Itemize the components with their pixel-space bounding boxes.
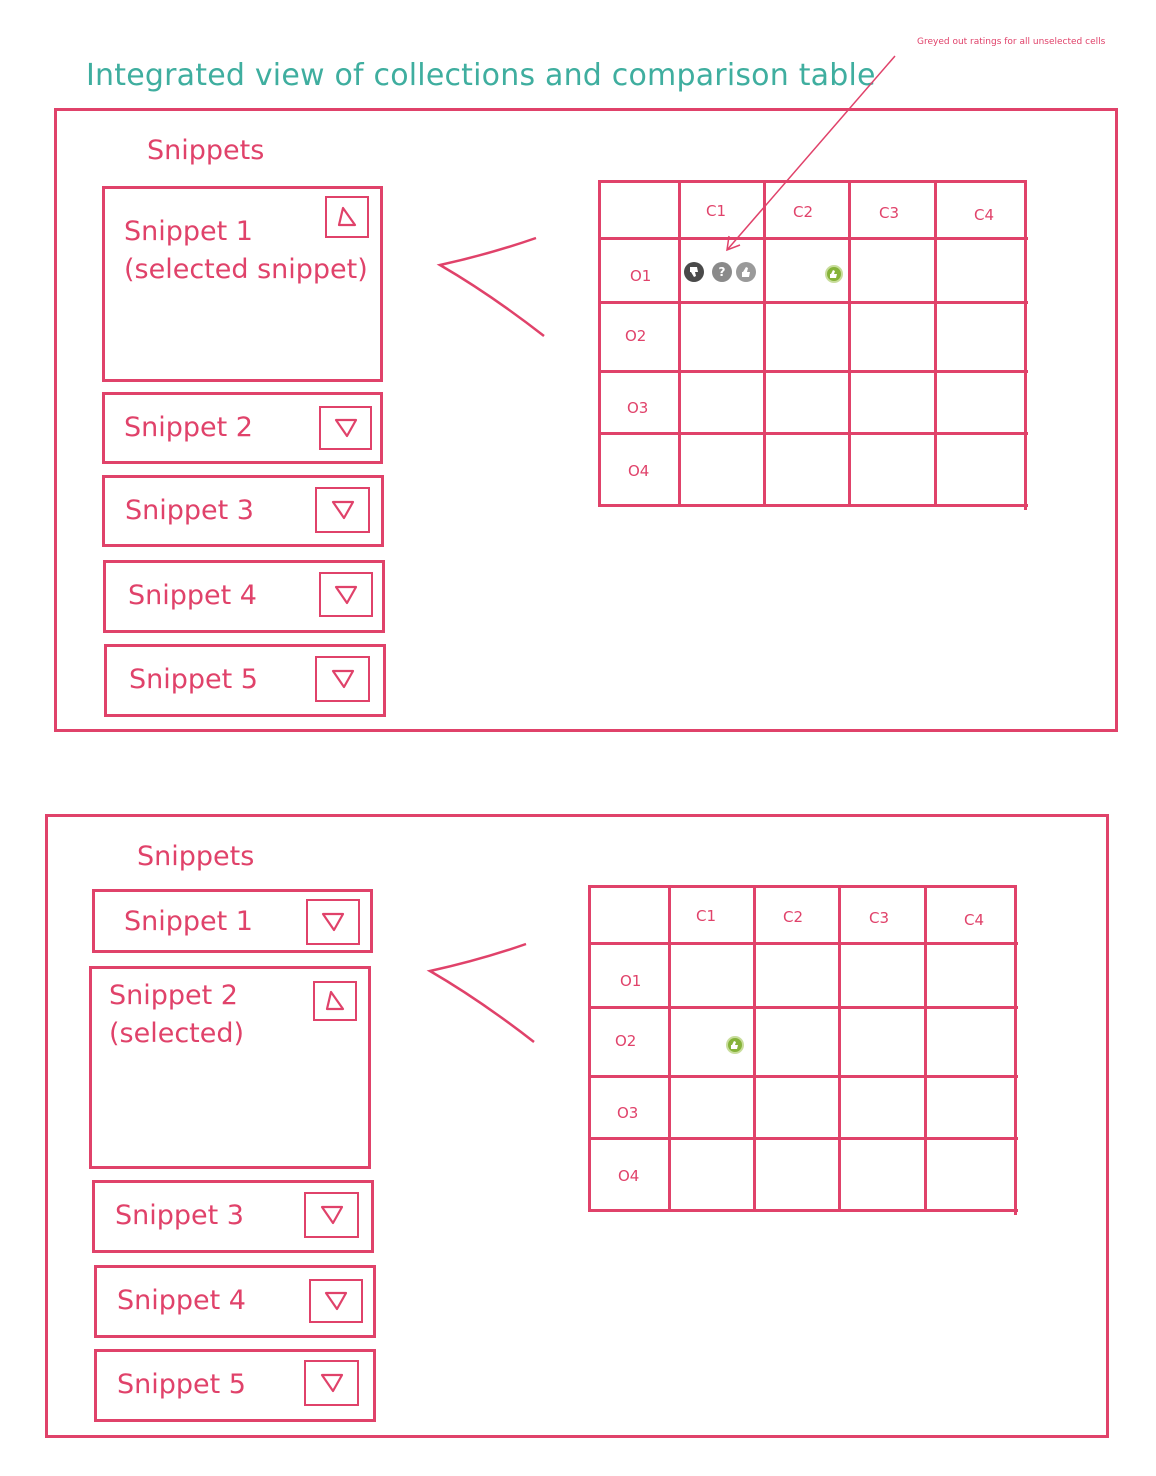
table-1-row-o1: O1 (630, 267, 652, 285)
snippet-4-card[interactable]: Snippet 4 (94, 1265, 376, 1338)
panel-1-connector (436, 236, 545, 337)
triangle-down-icon (331, 500, 354, 520)
snippet-3-card[interactable]: Snippet 3 (92, 1180, 374, 1253)
panel-2-connector (426, 942, 535, 1043)
snippet-1-expand-button[interactable] (306, 899, 360, 945)
snippet-4-label: Snippet 4 (117, 1285, 246, 1316)
panel-1-comparison-table: C1 C2 C3 C4 O1 O2 O3 O4 ? (598, 180, 1030, 510)
snippet-4-card[interactable]: Snippet 4 (103, 560, 385, 633)
snippet-1-label: Snippet 1 (124, 906, 253, 937)
table-1-row-o2: O2 (625, 327, 647, 345)
snippet-1-card[interactable]: Snippet 1 (selected snippet) (102, 186, 383, 382)
panel-2-frame (45, 814, 1109, 1438)
snippet-3-label: Snippet 3 (115, 1200, 244, 1231)
table-2-row-o1: O1 (620, 972, 642, 990)
snippet-5-expand-button[interactable] (315, 656, 370, 702)
triangle-down-icon (334, 418, 357, 438)
snippet-4-label: Snippet 4 (128, 580, 257, 611)
snippet-5-card[interactable]: Snippet 5 (94, 1349, 376, 1422)
triangle-down-icon (320, 1205, 343, 1225)
snippet-5-label: Snippet 5 (117, 1369, 246, 1400)
snippet-5-expand-button[interactable] (304, 1360, 359, 1406)
snippet-2-collapse-button[interactable] (313, 981, 357, 1021)
snippet-3-label: Snippet 3 (125, 495, 254, 526)
table-2-col-c1: C1 (696, 907, 717, 925)
table-2-row-o4: O4 (618, 1167, 640, 1185)
panel-2-snippets-heading: Snippets (137, 841, 255, 872)
question-icon[interactable]: ? (712, 262, 732, 282)
snippet-1-card[interactable]: Snippet 1 (92, 889, 373, 953)
page-title: Integrated view of collections and compa… (86, 58, 876, 93)
panel-1-snippets-heading: Snippets (147, 135, 265, 166)
snippet-2-expand-button[interactable] (319, 406, 372, 450)
thumbs-down-icon[interactable] (684, 262, 704, 282)
triangle-up-icon (337, 206, 357, 227)
table-1-col-c4: C4 (974, 206, 995, 224)
snippet-2-card[interactable]: Snippet 2 (102, 392, 383, 464)
snippet-1-collapse-button[interactable] (325, 196, 369, 238)
thumbs-up-icon[interactable] (825, 265, 843, 283)
triangle-down-icon (331, 669, 354, 689)
table-2-col-c2: C2 (783, 908, 804, 926)
triangle-down-icon (321, 912, 345, 932)
table-1-col-c1: C1 (706, 202, 727, 220)
table-2-row-o2: O2 (615, 1032, 637, 1050)
annotation-note: Greyed out ratings for all unselected ce… (917, 37, 1106, 47)
triangle-up-icon (325, 990, 345, 1011)
table-1-row-o3: O3 (627, 399, 649, 417)
triangle-down-icon (334, 585, 358, 604)
table-1-row-o4: O4 (628, 462, 650, 480)
snippet-3-expand-button[interactable] (304, 1192, 359, 1238)
triangle-down-icon (320, 1373, 343, 1393)
snippet-5-card[interactable]: Snippet 5 (104, 644, 386, 717)
table-2-col-c4: C4 (964, 911, 985, 929)
snippet-3-card[interactable]: Snippet 3 (102, 475, 384, 547)
snippet-2-card[interactable]: Snippet 2 (selected) (89, 966, 371, 1169)
panel-1-frame (54, 108, 1118, 732)
thumbs-up-icon[interactable] (736, 262, 756, 282)
snippet-4-expand-button[interactable] (309, 1279, 363, 1323)
table-2-col-c3: C3 (869, 909, 890, 927)
triangle-down-icon (324, 1291, 348, 1311)
thumbs-up-icon[interactable] (726, 1036, 744, 1054)
snippet-2-label: Snippet 2 (124, 412, 253, 443)
snippet-3-expand-button[interactable] (315, 487, 370, 533)
snippet-2-label: Snippet 2 (selected) (109, 980, 245, 1049)
snippet-4-expand-button[interactable] (319, 572, 373, 617)
table-1-col-c3: C3 (879, 204, 900, 222)
table-2-row-o3: O3 (617, 1104, 639, 1122)
snippet-5-label: Snippet 5 (129, 664, 258, 695)
panel-2-comparison-table: C1 C2 C3 C4 O1 O2 O3 O4 (588, 885, 1020, 1215)
snippet-1-label: Snippet 1 (selected snippet) (124, 216, 368, 285)
table-1-col-c2: C2 (793, 203, 814, 221)
